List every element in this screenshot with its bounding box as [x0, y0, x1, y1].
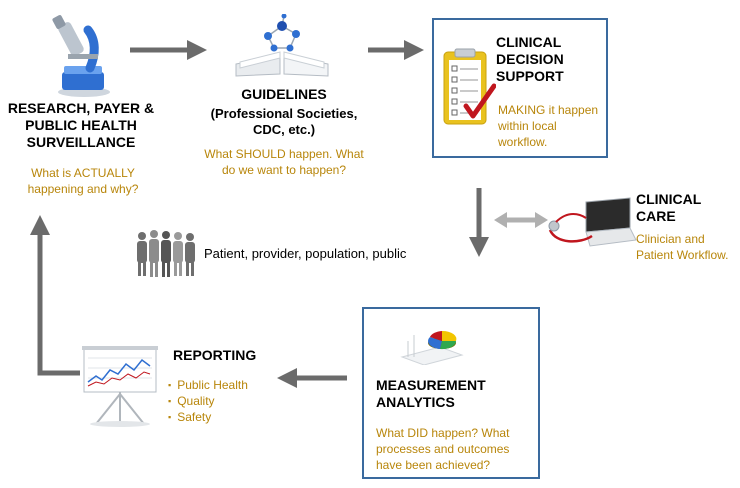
- double-arrow-cds-care: [494, 212, 548, 228]
- clinical-care-title: CLINICAL CARE: [636, 191, 702, 225]
- reporting-item: Public Health: [168, 377, 278, 393]
- reporting-item: Safety: [168, 409, 278, 425]
- research-description: What is ACTUALLY happening and why?: [27, 166, 139, 197]
- guidelines-title: GUIDELINES: [241, 86, 327, 102]
- measurement-description: What DID happen? What processes and outc…: [376, 426, 510, 473]
- pie-chart-icon: [400, 317, 464, 366]
- guidelines-description: What SHOULD happen. What do we want to h…: [204, 147, 364, 178]
- measurement-box: MEASUREMENT ANALYTICS What DID happen? W…: [362, 307, 540, 479]
- guidelines-subtitle: (Professional Societies, CDC, etc.): [210, 106, 358, 137]
- cds-description: MAKING it happen within local workflow.: [498, 103, 599, 150]
- reporting-item: Quality: [168, 393, 278, 409]
- chart-easel-icon: [80, 344, 160, 428]
- stakeholders-label: Patient, provider, population, public: [204, 246, 407, 261]
- book-molecule-icon: [232, 13, 332, 78]
- checklist-clipboard-icon: [440, 48, 497, 128]
- microscope-icon: [50, 14, 114, 98]
- measurement-title: MEASUREMENT ANALYTICS: [376, 377, 486, 411]
- cds-box: CLINICAL DECISION SUPPORT MAKING it happ…: [432, 18, 608, 158]
- laptop-stethoscope-icon: [546, 196, 638, 250]
- reporting-list: Public Health Quality Safety: [168, 377, 278, 425]
- cds-title: CLINICAL DECISION SUPPORT: [496, 34, 564, 85]
- clinical-care-description: Clinician and Patient Workflow.: [636, 232, 729, 263]
- reporting-title: REPORTING: [173, 347, 257, 363]
- people-group-icon: [134, 228, 200, 278]
- arrow-reporting-to-research: [30, 214, 80, 376]
- research-title: RESEARCH, PAYER & PUBLIC HEALTH SURVEILL…: [7, 100, 155, 151]
